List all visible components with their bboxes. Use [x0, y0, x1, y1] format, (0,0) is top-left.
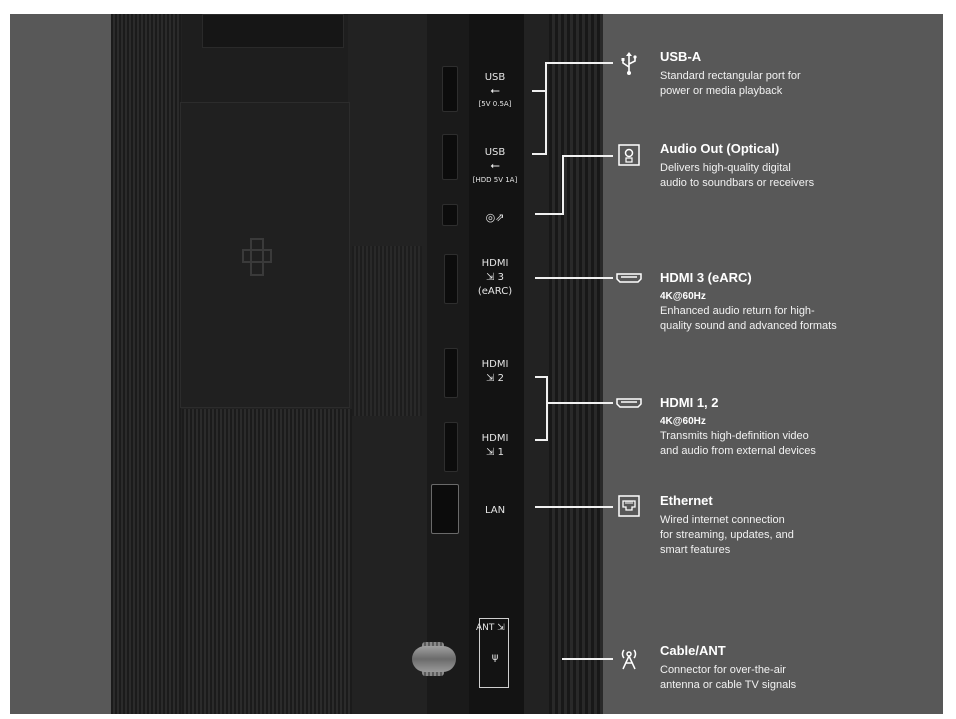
infographic-frame: USB ⭠ [5V 0.5A] USB ⭠ [HDD 5V 1A] ◎⇗ HDM…: [10, 14, 943, 714]
cable-ant-desc: Connector for over-the-air antenna or ca…: [660, 664, 797, 691]
optical-port: [442, 204, 458, 226]
antenna-icon: [616, 646, 642, 670]
antenna-label-box: [479, 618, 509, 688]
lan-port: [431, 484, 459, 534]
usb2-port: [442, 134, 458, 180]
rating-label-plate: [182, 14, 348, 102]
hdmi3-number: ⇲ 3: [472, 272, 518, 284]
usb1-port: [442, 66, 458, 112]
usb1-label: USB: [484, 72, 506, 83]
tv-vent-bottom: [182, 409, 352, 714]
usb-bracket-bottom: [532, 153, 546, 155]
ethernet-desc: Wired internet connection for streaming,…: [660, 514, 794, 556]
hdmi3-leader: [535, 277, 613, 279]
antenna-leader: [562, 658, 613, 660]
hdmi12-spec: 4K@60Hz: [660, 416, 706, 427]
port-label-strip: [469, 14, 524, 714]
hdmi3-port: [444, 254, 458, 304]
hdmi3-earc: (eARC): [477, 286, 513, 297]
hdmi-in-icon: ⇲: [486, 447, 498, 458]
hdmi3-num: 3: [497, 272, 504, 283]
usb2-symbol-icon: ⭠: [490, 158, 500, 172]
hdmi3-label: HDMI: [481, 258, 509, 269]
usb2-rating: [HDD 5V 1A]: [472, 176, 518, 184]
tv-vent-left: [111, 14, 181, 714]
optical-audio-icon: [616, 143, 642, 167]
hdmi2-num: 2: [497, 373, 504, 384]
usb2-label: USB: [484, 147, 506, 158]
optical-leader-vertical: [562, 155, 564, 215]
hdmi1-number: ⇲ 1: [472, 447, 518, 459]
wall-mount-cover: [180, 102, 350, 408]
hdmi3-title: HDMI 3 (eARC): [660, 270, 752, 285]
audio-out-title: Audio Out (Optical): [660, 141, 780, 156]
hdmi-icon: [616, 266, 642, 290]
usb1-rating: [5V 0.5A]: [478, 100, 512, 108]
usb-bracket-top: [532, 90, 546, 92]
ethernet-leader: [535, 506, 613, 508]
hdmi12-title: HDMI 1, 2: [660, 395, 719, 410]
tv-vent-middle: [352, 246, 422, 416]
optical-leader-top: [562, 155, 613, 157]
optical-symbol-icon: ◎⇗: [485, 211, 505, 224]
hdmi2-number: ⇲ 2: [472, 373, 518, 385]
hdmi3-spec: 4K@60Hz: [660, 291, 706, 302]
ant-label: ANT ⇲: [476, 624, 522, 633]
hdmi12-bracket-top: [535, 376, 547, 378]
tv-vent-right: [549, 14, 603, 714]
hdmi3-desc: Enhanced audio return for high- quality …: [660, 305, 837, 332]
usb-leader: [545, 62, 613, 64]
rating-sticker: [202, 14, 344, 48]
hdmi1-num: 1: [497, 447, 504, 458]
ethernet-title: Ethernet: [660, 493, 713, 508]
antenna-connector: [412, 646, 456, 672]
lan-label: LAN: [484, 505, 506, 516]
hdmi-icon: [616, 391, 642, 415]
hdmi2-port: [444, 348, 458, 398]
optical-leader-horizontal: [535, 213, 563, 215]
audio-out-desc: Delivers high-quality digital audio to s…: [660, 162, 815, 189]
hdmi12-leader: [546, 402, 613, 404]
hdmi3-description: HDMI 3 (eARC) 4K@60Hz Enhanced audio ret…: [660, 270, 930, 334]
usb-a-desc: Standard rectangular port for power or m…: [660, 70, 801, 97]
usb-bracket-vertical: [545, 62, 547, 155]
hdmi12-bracket-bottom: [535, 439, 547, 441]
ethernet-description: Ethernet Wired internet connection for s…: [660, 493, 930, 558]
hdmi1-label: HDMI: [481, 433, 509, 444]
hdmi12-bracket-vertical: [546, 376, 548, 441]
hdmi2-label: HDMI: [481, 359, 509, 370]
usb1-symbol-icon: ⭠: [490, 83, 500, 97]
hdmi-arc-icon: ⇲: [486, 272, 498, 283]
usb-a-title: USB-A: [660, 49, 702, 64]
mount-plus-mark: [242, 238, 272, 276]
hdmi12-description: HDMI 1, 2 4K@60Hz Transmits high-definit…: [660, 395, 930, 459]
hdmi12-desc: Transmits high-definition video and audi…: [660, 430, 816, 457]
usb-a-description: USB-A Standard rectangular port for powe…: [660, 49, 930, 99]
audio-out-description: Audio Out (Optical) Delivers high-qualit…: [660, 141, 930, 191]
cable-ant-title: Cable/ANT: [660, 643, 726, 658]
hdmi-in-icon: ⇲: [486, 373, 498, 384]
ethernet-icon: [616, 494, 642, 518]
ant-text: ANT: [476, 623, 495, 633]
ant-in-icon: ⇲: [497, 623, 505, 633]
ant-symbol-icon: ψ: [491, 652, 499, 663]
usb-icon: [616, 52, 642, 76]
cable-ant-description: Cable/ANT Connector for over-the-air ant…: [660, 643, 930, 693]
hdmi1-port: [444, 422, 458, 472]
